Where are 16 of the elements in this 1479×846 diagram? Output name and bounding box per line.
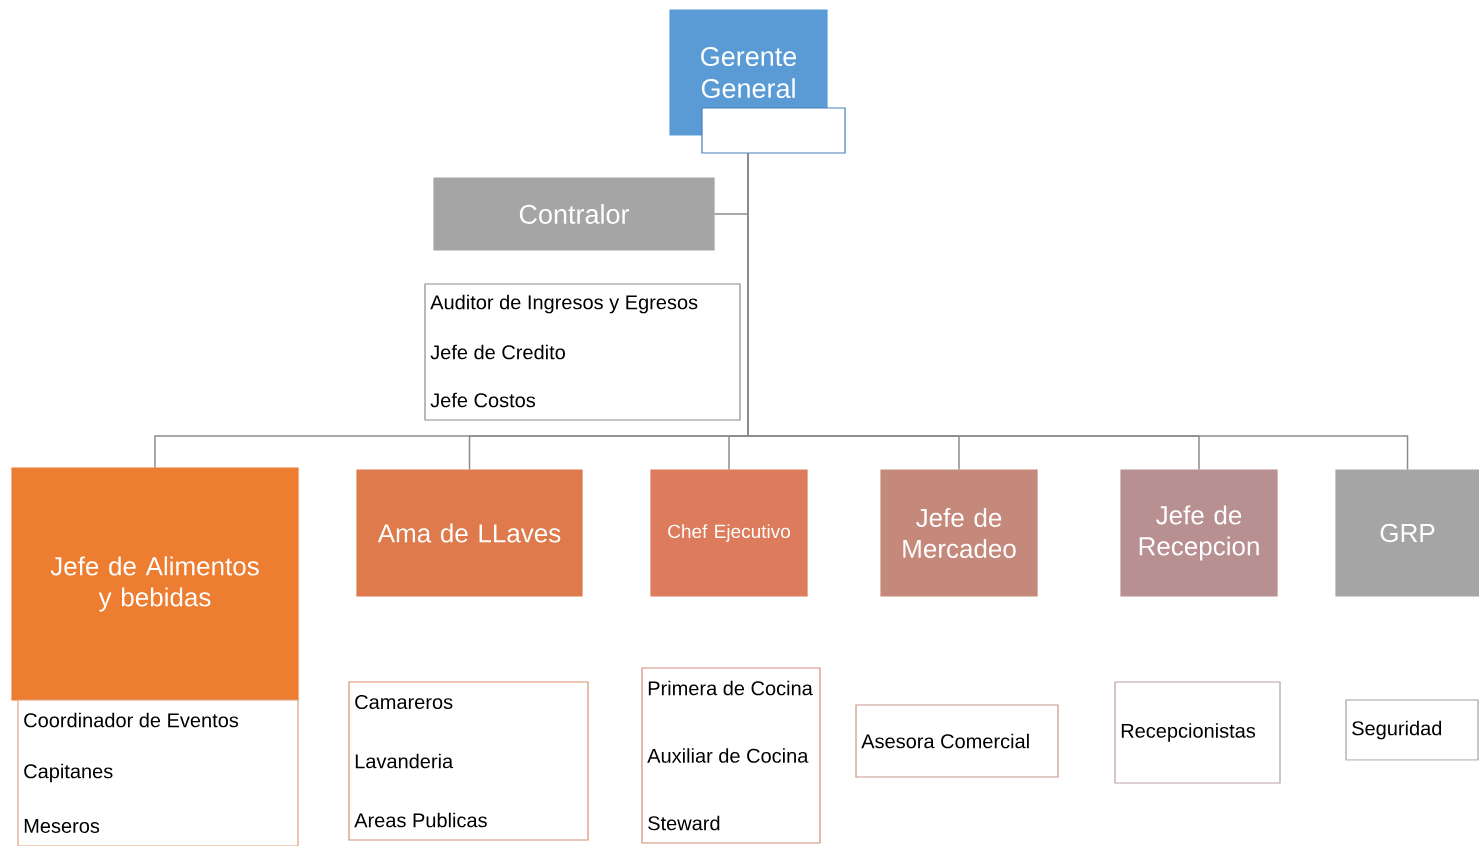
position-box: Chef Ejecutivo	[650, 469, 808, 597]
position-box: Jefe de Alimentos y bebidas	[11, 467, 299, 701]
position-box: Jefe de Recepcion	[1120, 469, 1278, 597]
staff-list-box: Auditor de Ingresos y Egresos Jefe de Credito Jefe Costos	[424, 283, 741, 421]
staff-list-box: Camareros Lavanderia Areas Publicas	[348, 681, 589, 841]
staff-list-box: Primera de Cocina Auxiliar de Cocina Steward	[641, 667, 821, 844]
staff-list-box: Seguridad	[1345, 699, 1479, 761]
position-box: Ama de LLaves	[356, 469, 583, 597]
staff-list-box: Recepcionistas	[1114, 681, 1281, 784]
connector-line	[747, 152, 1409, 471]
staff-list-box: Asesora Comercial	[855, 704, 1059, 778]
empty-box	[701, 107, 846, 154]
staff-list-box: Coordinador de Eventos Capitanes Meseros	[17, 699, 299, 846]
position-box: Contralor	[433, 177, 715, 251]
position-box: Jefe de Mercadeo	[880, 469, 1038, 597]
position-box: GRP	[1335, 469, 1479, 597]
